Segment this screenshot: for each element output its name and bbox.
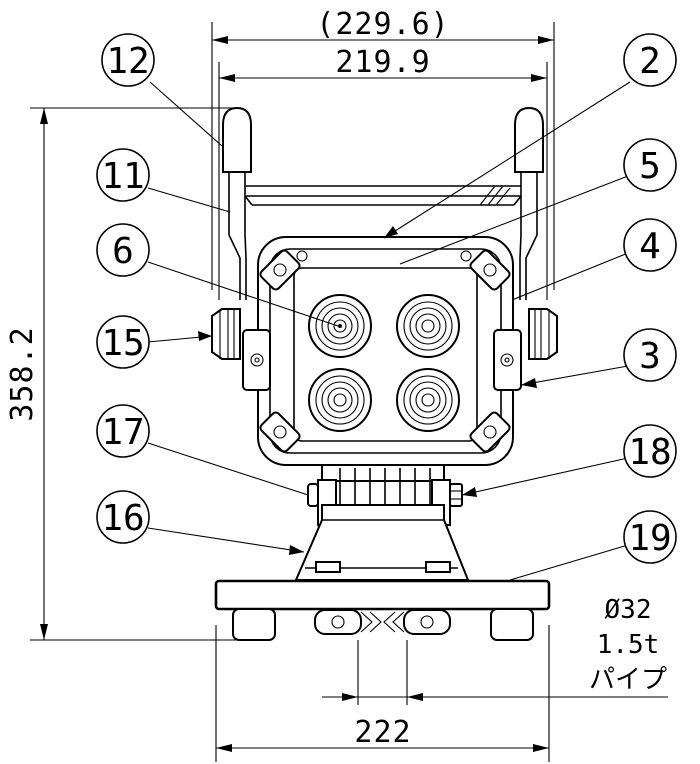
balloon-circle	[101, 33, 155, 87]
balloon-circle	[96, 148, 150, 202]
balloon-circle	[96, 315, 150, 369]
balloon-label: 18	[628, 432, 671, 473]
balloon-circle	[96, 490, 150, 544]
balloon-part-4: 4	[623, 218, 677, 272]
balloon-circle	[623, 510, 677, 564]
dimension-total-height: 358.2	[5, 107, 240, 641]
overall-width-label: (229.6)	[316, 7, 449, 42]
balloon-label: 6	[112, 231, 134, 272]
balloon-label: 2	[639, 41, 661, 82]
balloon-part-15: 15	[96, 315, 150, 369]
frame-width-label: 219.9	[335, 45, 430, 80]
led-lens-bottom-left	[308, 368, 372, 432]
pipe-thickness-note: 1.5t	[597, 630, 660, 660]
balloon-label: 16	[101, 498, 144, 539]
dimension-pipe	[322, 640, 668, 705]
balloon-part-18: 18	[623, 424, 677, 478]
balloon-part-19: 19	[623, 510, 677, 564]
balloon-circle	[96, 223, 150, 277]
balloon-circle	[623, 424, 677, 478]
dimension-frame-width: 219.9	[218, 45, 548, 300]
base-width-label: 222	[354, 715, 411, 750]
balloon-part-3: 3	[623, 328, 677, 382]
balloon-circle	[96, 404, 150, 458]
balloon-part-5: 5	[623, 138, 677, 192]
balloon-label: 11	[101, 156, 144, 197]
balloon-part-2: 2	[623, 33, 677, 87]
balloon-label: 19	[628, 518, 671, 559]
pipe-label-note: パイプ	[589, 665, 667, 695]
balloon-part-11: 11	[96, 148, 150, 202]
balloon-label: 15	[101, 323, 144, 364]
balloon-label: 17	[101, 412, 144, 453]
handle-assembly	[222, 106, 544, 300]
dimension-base-width: 222	[215, 625, 550, 762]
balloon-label: 5	[639, 146, 661, 187]
light-body	[242, 236, 522, 466]
mount-bracket	[294, 464, 470, 581]
balloon-label: 12	[106, 41, 149, 82]
balloon-part-12: 12	[101, 33, 155, 87]
balloon-circle	[623, 218, 677, 272]
part-balloons: 12 11 6 15 17 16 2 5 4 3 18 19	[96, 33, 677, 564]
balloon-label: 3	[639, 336, 661, 377]
knob-left	[211, 308, 241, 360]
balloon-part-16: 16	[96, 490, 150, 544]
balloon-circle	[623, 33, 677, 87]
total-height-label: 358.2	[5, 326, 40, 421]
led-lens-bottom-right	[396, 368, 460, 432]
leader-lines	[147, 81, 631, 581]
base-plate	[214, 579, 551, 641]
balloon-circle	[623, 138, 677, 192]
pipe-diameter-note: Ø32	[605, 595, 652, 625]
balloon-label: 4	[639, 226, 661, 267]
led-lens-top-left	[308, 294, 372, 358]
balloon-part-17: 17	[96, 404, 150, 458]
knob-right	[528, 308, 558, 360]
led-lens-top-right	[396, 294, 460, 358]
balloon-circle	[623, 328, 677, 382]
balloon-part-6: 6	[96, 223, 150, 277]
dimension-overall-width: (229.6)	[211, 7, 555, 290]
